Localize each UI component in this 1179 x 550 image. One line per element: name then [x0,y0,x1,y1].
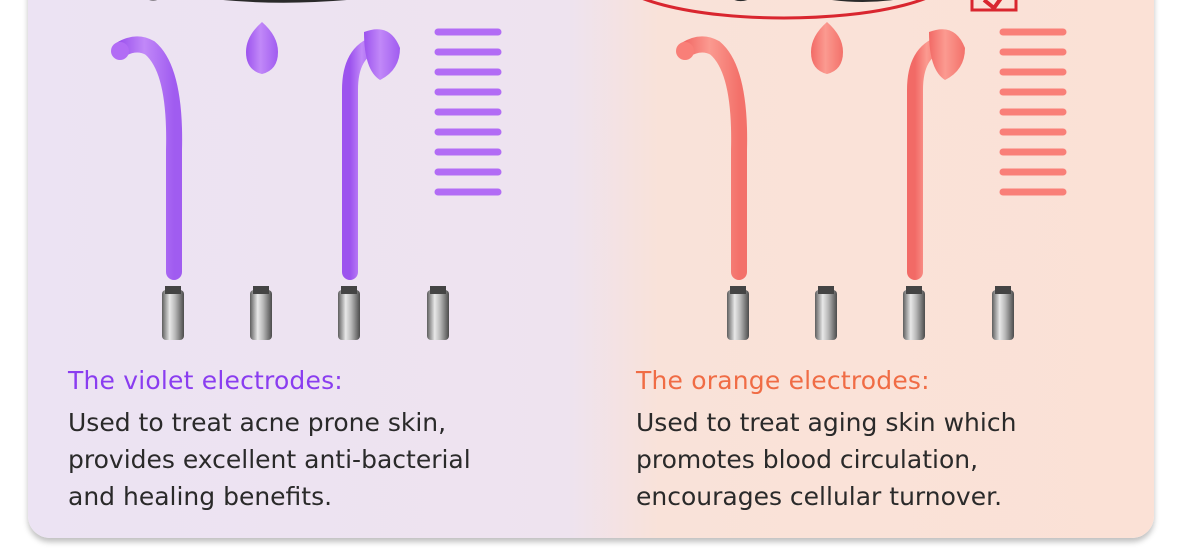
description-line: Used to treat acne prone skin, [68,408,447,437]
spiral-electrode-icon [111,36,184,340]
hook-electrode-icon [903,29,965,340]
electrodes-comparison-card: The violet electrodes: Used to treat acn… [28,0,1154,538]
description-line: and healing benefits. [68,482,333,511]
orange-electrodes-description: Used to treat aging skin which promotes … [636,404,1016,515]
violet-electrodes-illustration [111,22,502,340]
comb-electrode-icon [427,22,502,340]
mushroom-electrode-icon [811,22,843,340]
violet-electrodes-panel: The violet electrodes: Used to treat acn… [28,0,593,538]
violet-electrodes-description: Used to treat acne prone skin, provides … [68,404,471,515]
description-line: Used to treat aging skin which [636,408,1017,437]
orange-electrodes-heading: The orange electrodes: [636,366,930,395]
description-line: promotes blood circulation, [636,445,979,474]
hook-electrode-icon [338,29,400,340]
violet-electrodes-heading: The violet electrodes: [68,366,343,395]
comb-electrode-icon [992,22,1067,340]
highlight-oval-icon [642,0,926,20]
checkbox-mark-icon [970,0,1018,12]
mushroom-electrode-icon [246,22,278,340]
spiral-electrode-icon [676,36,749,340]
orange-electrodes-illustration [676,22,1067,340]
orange-electrodes-panel: The orange electrodes: Used to treat agi… [593,0,1154,538]
description-line: provides excellent anti-bacterial [68,445,471,474]
description-line: encourages cellular turnover. [636,482,1003,511]
